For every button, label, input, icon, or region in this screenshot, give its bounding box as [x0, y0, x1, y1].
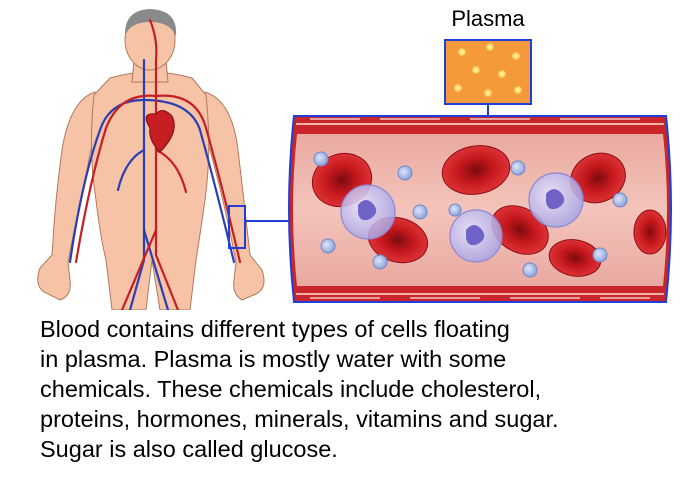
wall-stripes: [296, 123, 664, 295]
platelet: [510, 160, 526, 176]
caption-line: Sugar is also called glucose.: [40, 436, 338, 462]
highlighted-vessel-box: [228, 205, 246, 249]
red-blood-cell: [548, 239, 602, 277]
blood-vessel-section: [288, 115, 672, 303]
left-arm: [37, 91, 101, 301]
platelet: [448, 203, 462, 217]
caption-line: proteins, hormones, minerals, vitamins a…: [40, 406, 559, 432]
platelet: [412, 204, 428, 220]
white-blood-cells: [340, 172, 584, 263]
blood-vessel-diagram: [37, 9, 672, 310]
caption-line: in plasma. Plasma is mostly water with s…: [40, 346, 507, 372]
red-blood-cell: [441, 145, 511, 195]
platelet: [592, 247, 608, 263]
caption-line: chemicals. These chemicals include chole…: [40, 376, 542, 402]
arteries: [74, 18, 242, 310]
platelet: [612, 192, 628, 208]
caption-text: Blood contains different types of cells …: [40, 314, 690, 464]
right-arm: [199, 91, 265, 301]
red-blood-cells: [311, 145, 667, 277]
platelet: [372, 254, 388, 270]
wall-highlights: [310, 118, 650, 299]
hair: [124, 9, 177, 36]
heart: [145, 110, 175, 153]
platelet: [313, 151, 329, 167]
caption-line: Blood contains different types of cells …: [40, 316, 510, 342]
torso: [90, 71, 210, 310]
plasma-label: Plasma: [451, 6, 525, 31]
platelet: [320, 238, 336, 254]
platelets: [313, 151, 628, 278]
red-blood-cell: [633, 209, 667, 255]
platelet: [397, 165, 413, 181]
human-body-figure: [37, 9, 265, 310]
plasma-sample: [444, 39, 532, 105]
platelet: [522, 262, 538, 278]
